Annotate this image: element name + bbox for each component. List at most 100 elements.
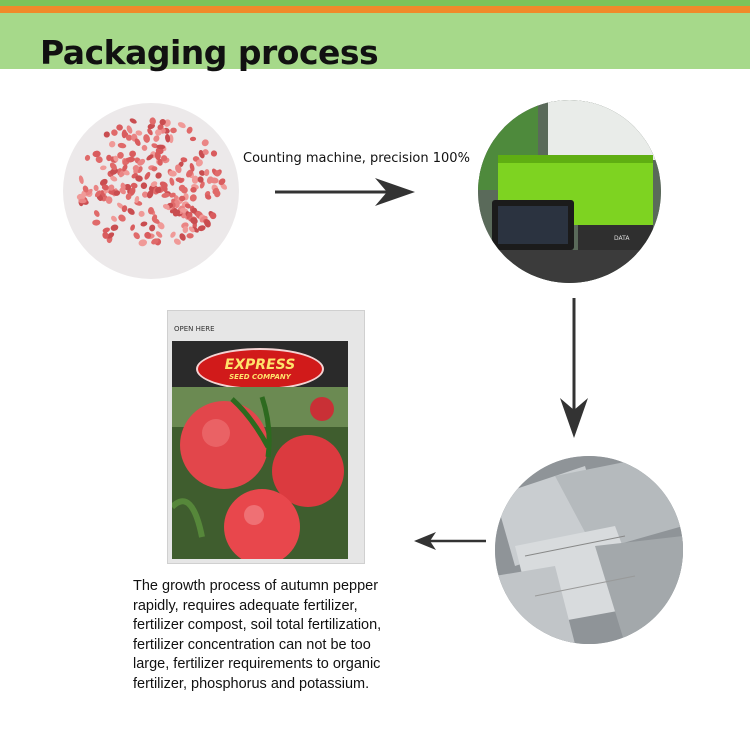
seed — [153, 135, 160, 142]
seed — [84, 154, 91, 161]
seed — [155, 231, 163, 238]
seed — [186, 126, 193, 134]
seed — [144, 171, 151, 180]
seed — [189, 136, 197, 142]
seed — [189, 194, 197, 202]
seed — [126, 156, 136, 163]
description-line: rapidly, requires adequate fertilizer, — [133, 597, 358, 614]
seed — [159, 118, 166, 126]
seed — [128, 187, 136, 196]
seed — [135, 130, 143, 136]
seed — [165, 133, 171, 143]
brand-subtitle: SEED COMPANY — [229, 373, 291, 381]
counting-machine-image: DATA — [478, 100, 661, 283]
page-title: Packaging process — [40, 33, 379, 72]
seed — [204, 219, 211, 228]
seed — [137, 158, 146, 166]
top-stripe-orange — [0, 6, 750, 13]
seed — [105, 196, 113, 204]
seed — [146, 190, 154, 199]
svg-text:DATA: DATA — [614, 235, 630, 242]
arrow-down-icon — [560, 298, 588, 438]
seed — [190, 217, 198, 225]
seed — [130, 182, 138, 189]
seed — [191, 226, 199, 233]
seed — [162, 204, 170, 210]
foil-packets-illustration — [495, 456, 683, 644]
seed — [110, 224, 119, 231]
tomato-illustration — [172, 387, 348, 559]
seed — [120, 182, 126, 191]
seed — [118, 214, 126, 222]
top-stripe-green — [0, 0, 750, 6]
seed — [150, 181, 158, 187]
counting-machine-caption: Counting machine, precision 100% — [243, 151, 470, 166]
seed — [157, 158, 163, 166]
seed — [108, 184, 115, 191]
seed — [125, 193, 132, 200]
seed — [173, 238, 181, 245]
seed — [111, 215, 117, 222]
seed — [111, 129, 118, 136]
seed — [154, 151, 161, 161]
seeds-image — [63, 103, 239, 279]
seed — [160, 155, 168, 162]
seed — [189, 163, 195, 172]
seed — [197, 225, 206, 232]
seed — [157, 222, 165, 230]
seed — [78, 175, 84, 184]
seed — [214, 190, 221, 198]
seed — [191, 175, 199, 184]
seed — [169, 192, 176, 198]
seed — [204, 169, 210, 177]
seed — [155, 129, 162, 136]
seed — [147, 207, 155, 215]
seed — [218, 178, 226, 186]
description-text: The growth process of autumn pepper rapi… — [133, 577, 463, 694]
seed — [140, 182, 148, 189]
description-line: large, fertilizer requirements to organi… — [133, 656, 381, 672]
seed — [117, 142, 127, 149]
seed — [100, 165, 107, 171]
seed — [109, 162, 117, 171]
seed — [123, 183, 132, 191]
open-here-label: OPEN HERE — [174, 325, 215, 333]
seed — [135, 175, 143, 182]
seed — [179, 233, 186, 241]
seed — [93, 184, 99, 192]
seed — [185, 169, 194, 178]
seed — [169, 177, 175, 186]
arrow-right-icon — [275, 178, 415, 206]
seed — [201, 139, 209, 147]
seed — [127, 208, 135, 215]
seed — [190, 186, 197, 193]
seed — [92, 219, 101, 226]
seed — [179, 195, 186, 202]
seed — [184, 203, 191, 209]
seed — [195, 159, 203, 167]
seed — [177, 122, 186, 129]
seed — [157, 124, 164, 130]
seed — [149, 224, 156, 232]
seed — [122, 164, 128, 172]
seed — [168, 134, 174, 144]
brand-logo: EXPRESS SEED COMPANY — [196, 348, 324, 390]
seed — [151, 166, 158, 172]
title-banner: Packaging process — [0, 13, 750, 72]
seed — [101, 184, 109, 191]
seed — [121, 129, 127, 139]
seed — [186, 233, 194, 239]
seed — [149, 117, 156, 125]
seed — [180, 157, 188, 163]
seed — [159, 181, 168, 188]
seed — [199, 181, 205, 189]
seed — [113, 155, 119, 162]
seed — [161, 192, 170, 198]
seed — [92, 150, 101, 158]
seed — [210, 150, 218, 157]
seed — [151, 214, 158, 222]
seed — [126, 125, 133, 134]
seed — [103, 131, 110, 138]
seed — [175, 164, 182, 174]
seed — [179, 208, 189, 213]
